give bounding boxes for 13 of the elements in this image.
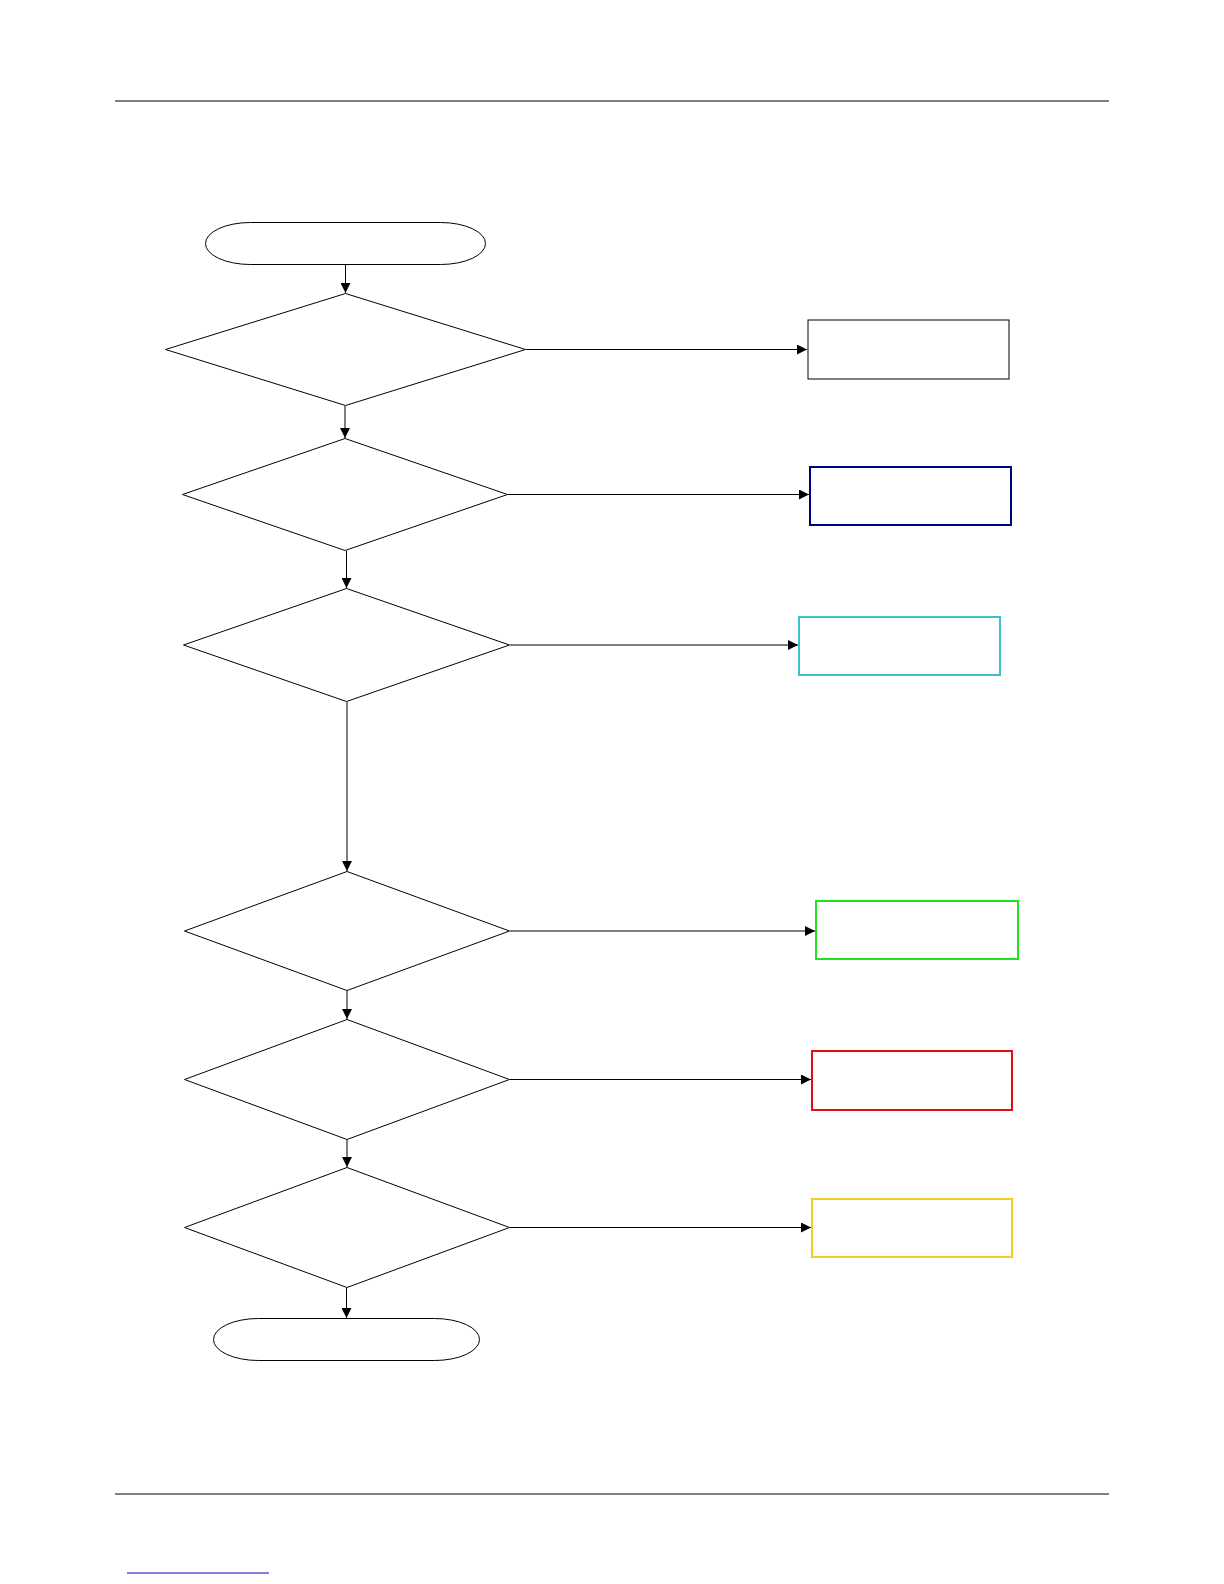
arrow xyxy=(507,489,810,500)
arrow xyxy=(509,1074,812,1085)
arrow xyxy=(509,926,816,936)
arrow xyxy=(509,1222,812,1233)
arrow xyxy=(509,640,799,650)
arrow xyxy=(342,701,352,872)
arrow xyxy=(342,1139,352,1168)
arrow xyxy=(342,990,352,1020)
arrow xyxy=(340,405,350,439)
arrow xyxy=(341,550,352,589)
arrow xyxy=(340,264,351,294)
arrow xyxy=(525,344,808,355)
arrow xyxy=(341,1287,352,1319)
